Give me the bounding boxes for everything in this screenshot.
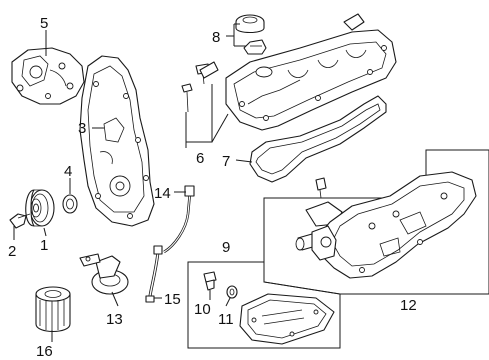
oil-pan-group: [263, 149, 489, 295]
oil-filter: [35, 286, 71, 333]
callout-10: 10: [194, 301, 211, 318]
pulley-bolt: [9, 213, 31, 229]
callout-8: 8: [212, 29, 220, 46]
callout-16: 16: [36, 343, 53, 360]
drain-washer: [226, 285, 238, 299]
callout-9: 9: [222, 239, 230, 256]
callout-labels: 1 2 3 4 5 6 7 8 9 10 11 12 13 14 15 16: [8, 15, 417, 360]
water-pump: [11, 47, 85, 105]
dipstick-tube: [145, 245, 163, 303]
leader-lines: [13, 23, 253, 342]
cover-bolts: [181, 61, 219, 113]
lower-oil-pan-group: [187, 261, 341, 349]
callout-12: 12: [400, 297, 417, 314]
callout-15: 15: [164, 291, 181, 308]
crank-pulley: [25, 189, 55, 227]
valve-cover: [225, 13, 397, 131]
callout-11: 11: [218, 311, 234, 328]
drain-plug: [203, 271, 217, 291]
callout-14: 14: [154, 185, 171, 202]
callout-2: 2: [8, 243, 16, 260]
callout-6: 6: [196, 150, 204, 167]
callout-1: 1: [40, 237, 48, 254]
timing-cover: [79, 55, 155, 227]
callout-13: 13: [106, 311, 123, 328]
callout-7: 7: [222, 153, 230, 170]
dipstick: [163, 185, 195, 254]
front-seal: [62, 194, 78, 214]
oil-strainer: [79, 253, 129, 295]
callout-5: 5: [40, 15, 48, 32]
valve-cover-gasket: [249, 95, 387, 183]
oil-cap: [235, 14, 267, 55]
callout-4: 4: [64, 163, 72, 180]
callout-3: 3: [78, 120, 86, 137]
